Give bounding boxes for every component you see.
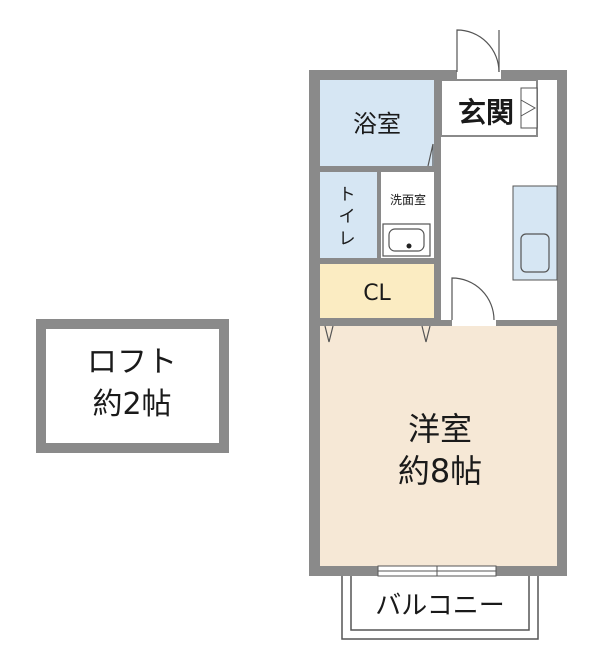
kitchen-counter [512, 185, 558, 281]
bathroom-label: 浴室 [353, 110, 401, 138]
loft-floor [46, 329, 219, 443]
western-room-label: 洋室 [408, 410, 472, 448]
closet-label: CL [363, 281, 391, 306]
room-door-swing [451, 277, 495, 321]
balcony-area: バルコニー [341, 573, 539, 640]
room-door-opening [452, 318, 496, 326]
entrance-door-swing [456, 29, 500, 73]
toilet-label-3: レ [339, 229, 356, 249]
bathroom [320, 80, 434, 166]
western-room-size-label: 約8帖 [398, 452, 482, 490]
balcony-label: バルコニー [375, 591, 504, 621]
loft-size-label: 約2帖 [92, 387, 171, 422]
shoe-cabinet-door [520, 99, 537, 117]
closet [320, 264, 434, 318]
washroom-label: 洗面室 [390, 192, 426, 207]
washbasin-bowl [388, 228, 425, 252]
entrance-opening [457, 70, 501, 80]
kitchen-sink [520, 233, 550, 273]
toilet-label-1: ト [339, 185, 356, 205]
washbasin-drain [406, 243, 412, 249]
entrance-label: 玄関 [458, 96, 514, 129]
loft-area: ロフト 約2帖 [36, 319, 229, 453]
toilet [320, 172, 377, 258]
closet-door-marks [324, 325, 431, 343]
shoe-cabinet [520, 87, 538, 129]
western-room [320, 326, 557, 566]
toilet-label-2: イ [339, 207, 356, 227]
bathroom-door [427, 143, 434, 167]
loft-label: ロフト [87, 345, 177, 380]
